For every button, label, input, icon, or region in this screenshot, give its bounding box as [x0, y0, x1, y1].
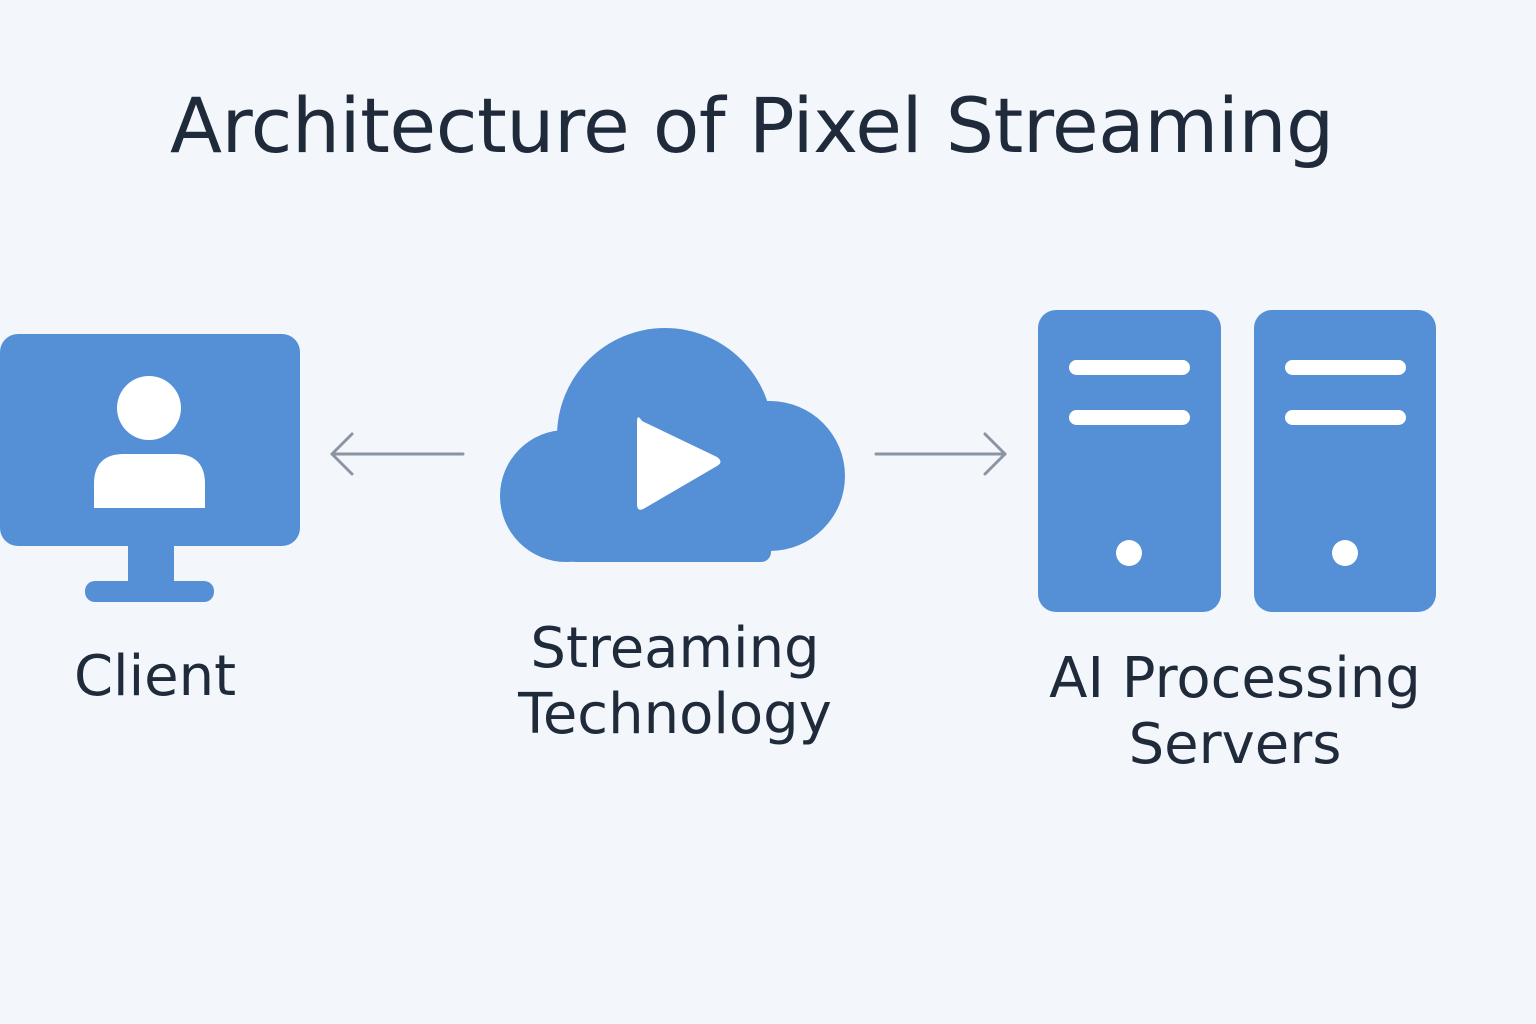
monitor-neck: [128, 544, 174, 584]
client-label: Client: [73, 644, 237, 709]
page-title: Architecture of Pixel Streaming: [170, 81, 1334, 170]
arrow-left-icon: [330, 432, 465, 476]
server-rack-icon: [1038, 310, 1436, 612]
play-icon: [637, 417, 721, 510]
streaming-technology-label: Streaming Technology: [475, 616, 875, 748]
streaming-label-line-1: Streaming: [530, 616, 820, 681]
monitor-screen: [0, 334, 300, 546]
monitor-user-icon: [0, 334, 300, 602]
streaming-label-line-2: Technology: [518, 682, 832, 747]
user-body: [94, 454, 205, 508]
cloud-play-icon: [500, 328, 845, 562]
ai-processing-servers-label: AI Processing Servers: [1030, 646, 1440, 778]
servers-label-line-1: AI Processing: [1049, 646, 1421, 711]
monitor-base: [85, 581, 214, 602]
cloud-base: [566, 466, 771, 562]
arrow-right-icon: [874, 432, 1007, 476]
servers-label-line-2: Servers: [1128, 712, 1342, 777]
server-tower-1: [1038, 310, 1221, 612]
server-tower-2: [1254, 310, 1436, 612]
user-head: [117, 376, 181, 440]
